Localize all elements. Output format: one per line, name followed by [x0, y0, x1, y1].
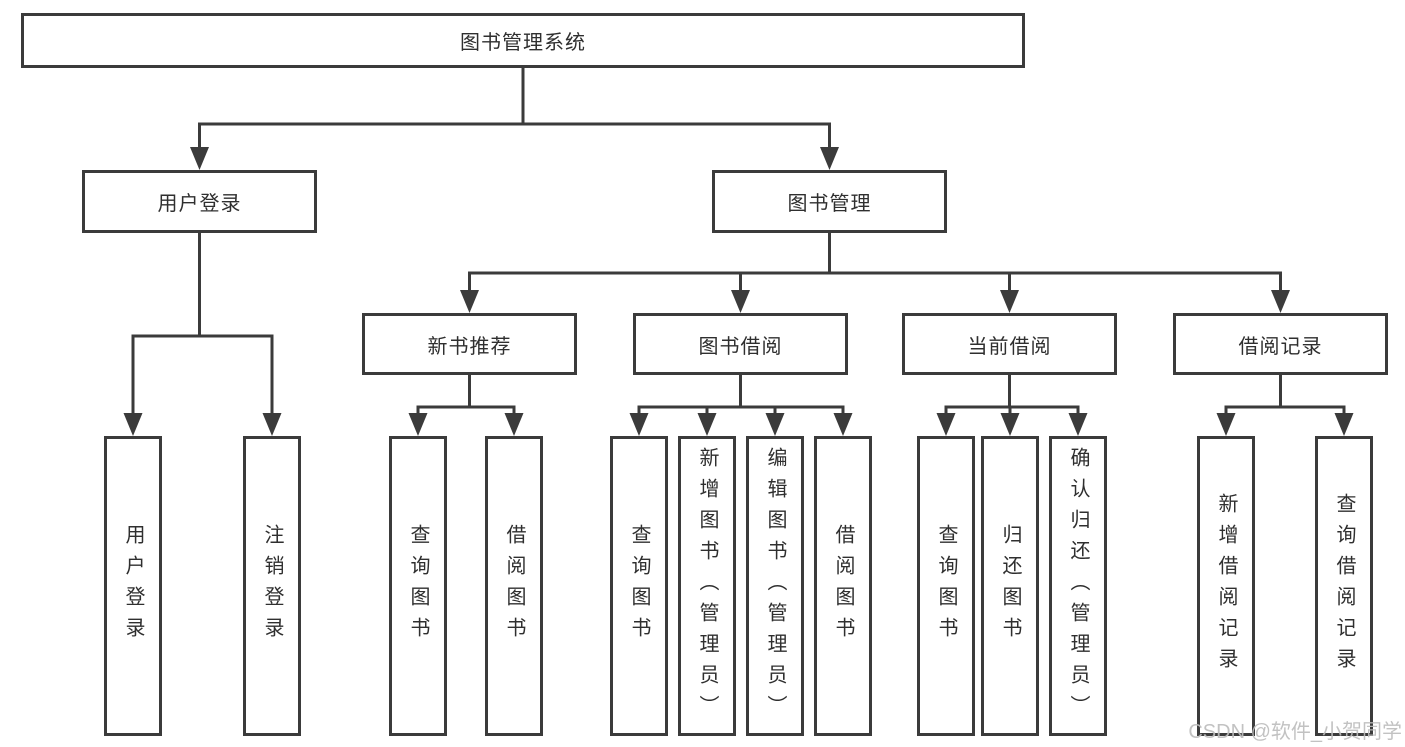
node-label: 用户登录: [157, 193, 242, 215]
leaf-query-books-3: 查询图书: [917, 436, 975, 736]
leaf-query-books-2: 查询图书: [610, 436, 668, 736]
leaf-return-book: 归还图书: [981, 436, 1039, 736]
node-library-management-system: 图书管理系统: [21, 13, 1025, 68]
csdn-watermark: CSDN @软件_小贺同学: [1188, 721, 1402, 743]
leaf-borrow-books-1: 借阅图书: [485, 436, 543, 736]
node-current-borrowing: 当前借阅: [902, 313, 1117, 375]
leaf-label: 编辑图书（管理员）: [764, 446, 786, 726]
node-book-borrowing: 图书借阅: [633, 313, 848, 375]
leaf-query-books-1: 查询图书: [389, 436, 447, 736]
leaf-label: 查询图书: [407, 524, 429, 648]
node-label: 图书管理系统: [460, 32, 586, 54]
leaf-label: 借阅图书: [832, 524, 854, 648]
node-label: 借阅记录: [1238, 335, 1323, 358]
leaf-query-borrow-record: 查询借阅记录: [1315, 436, 1373, 736]
node-borrowing-records: 借阅记录: [1173, 313, 1388, 375]
leaf-add-borrow-record: 新增借阅记录: [1197, 436, 1255, 736]
leaf-edit-book-admin: 编辑图书（管理员）: [746, 436, 804, 736]
leaf-borrow-books-2: 借阅图书: [814, 436, 872, 736]
leaf-label: 新增图书（管理员）: [696, 446, 718, 726]
leaf-label: 注销登录: [261, 524, 283, 648]
leaf-add-book-admin: 新增图书（管理员）: [678, 436, 736, 736]
leaf-label: 用户登录: [122, 524, 144, 648]
node-user-login: 用户登录: [82, 170, 317, 233]
leaf-label: 借阅图书: [503, 524, 525, 648]
node-label: 图书借阅: [698, 335, 783, 358]
leaf-label: 新增借阅记录: [1215, 493, 1237, 679]
node-new-book-recommend: 新书推荐: [362, 313, 577, 375]
node-label: 图书管理: [787, 193, 872, 215]
leaf-label: 归还图书: [999, 524, 1021, 648]
leaf-confirm-return-admin: 确认归还（管理员）: [1049, 436, 1107, 736]
leaf-label: 查询借阅记录: [1333, 493, 1355, 679]
node-book-management: 图书管理: [712, 170, 947, 233]
leaf-label: 查询图书: [628, 524, 650, 648]
leaf-logout: 注销登录: [243, 436, 301, 736]
leaf-user-login: 用户登录: [104, 436, 162, 736]
node-label: 新书推荐: [427, 335, 512, 358]
node-label: 当前借阅: [967, 335, 1052, 358]
leaf-label: 查询图书: [935, 524, 957, 648]
leaf-label: 确认归还（管理员）: [1067, 446, 1089, 726]
